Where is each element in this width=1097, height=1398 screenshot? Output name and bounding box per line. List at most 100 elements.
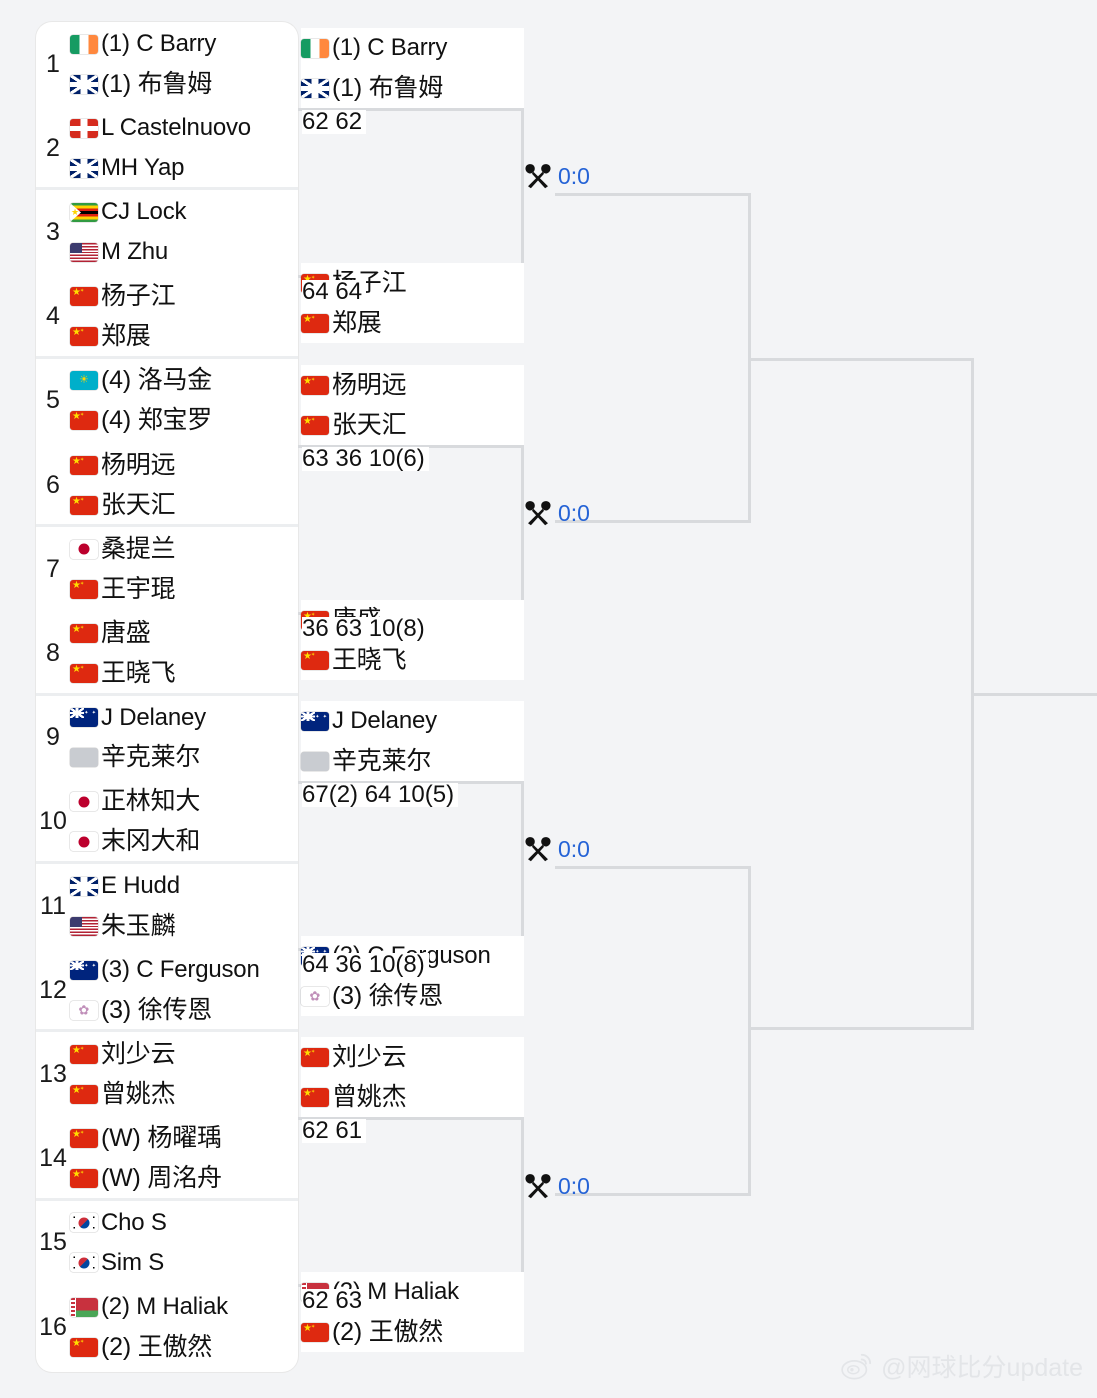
round1-slot[interactable]: 6杨明远张天汇 <box>36 443 298 528</box>
player-row: CJ Lock <box>70 192 294 232</box>
player-name: (3) 徐传恩 <box>332 981 444 1010</box>
r2-score-bottom: 36 63 10(8) <box>302 617 429 641</box>
player-row: (1) 布鲁姆 <box>301 68 524 108</box>
qf-match-status[interactable]: 0:0 <box>524 500 590 526</box>
crossed-rackets-icon <box>525 1174 551 1199</box>
player-pair: 正林知大末冈大和 <box>70 782 298 862</box>
seed-number: 11 <box>40 891 66 920</box>
player-row: 张天汇 <box>70 485 294 525</box>
player-row: 刘少云 <box>301 1037 524 1077</box>
champion-line <box>971 693 1097 696</box>
flag-icon-tpe <box>301 986 329 1006</box>
player-name: 曾姚杰 <box>332 1082 407 1111</box>
player-row: 末冈大和 <box>70 822 294 862</box>
round1-slot[interactable]: 16(2) M Haliak(2) 王傲然 <box>36 1285 298 1369</box>
player-name: 桑提兰 <box>101 534 176 563</box>
player-row: (1) 布鲁姆 <box>70 64 294 104</box>
round1-slot[interactable]: 4 杨子江郑展 <box>36 275 298 359</box>
round1-slot[interactable]: 14(W) 杨曜瑀(W) 周洺舟 <box>36 1117 298 1201</box>
r2-team-top[interactable]: 刘少云曾姚杰 <box>301 1037 524 1117</box>
r2-team-top[interactable]: 杨明远张天汇 <box>301 365 524 445</box>
flag-icon-chn <box>70 1337 98 1357</box>
player-pair: (3) C Ferguson(3) 徐传恩 <box>70 950 298 1030</box>
round1-slot[interactable]: 5(4) 洛马金(4) 郑宝罗 <box>36 359 298 443</box>
seed-number: 6 <box>46 470 60 499</box>
player-row: J Delaney <box>301 701 524 741</box>
flag-icon-sui <box>70 118 98 138</box>
qf-match-status[interactable]: 0:0 <box>524 836 590 862</box>
r2-score-top: 67(2) 64 10(5) <box>302 783 459 807</box>
player-name: J Delaney <box>101 703 206 731</box>
final-bracket <box>748 358 974 1030</box>
flag-icon-aus <box>70 960 98 980</box>
player-row: (W) 周洺舟 <box>70 1159 294 1199</box>
flag-icon-irl <box>70 34 98 54</box>
player-name: (1) C Barry <box>332 34 448 61</box>
round1-slot[interactable]: 8唐盛王晓飞 <box>36 611 298 696</box>
qf-status-score: 0:0 <box>558 499 590 526</box>
player-name: 张天汇 <box>332 410 407 439</box>
flag-icon-jpn <box>70 539 98 559</box>
seed-number: 5 <box>46 386 60 415</box>
flag-icon-aus <box>70 708 98 728</box>
flag-icon-chn <box>70 287 98 307</box>
flag-icon-chn <box>70 1084 98 1104</box>
player-name: (1) 布鲁姆 <box>332 73 444 102</box>
flag-icon-irl <box>301 38 329 58</box>
qf-status-score: 0:0 <box>558 162 590 189</box>
flag-icon-chn <box>70 623 98 643</box>
player-row: (2) 王傲然 <box>301 1312 524 1352</box>
qf-status-score: 0:0 <box>558 835 590 862</box>
player-row: (1) C Barry <box>70 24 294 64</box>
player-row: (1) C Barry <box>301 28 524 68</box>
player-row: Sim S <box>70 1243 294 1283</box>
qf-match-status[interactable]: 0:0 <box>524 1173 590 1199</box>
player-name: (2) M Haliak <box>101 1293 228 1321</box>
flag-icon-gbr <box>70 876 98 896</box>
flag-icon-chn <box>301 1322 329 1342</box>
player-name: (4) 洛马金 <box>101 366 213 395</box>
player-row: 曾姚杰 <box>70 1074 294 1114</box>
round1-slot[interactable]: 1(1) C Barry(1) 布鲁姆 <box>36 22 298 106</box>
player-row: (2) M Haliak <box>70 1287 294 1327</box>
player-pair: 杨子江郑展 <box>70 277 298 357</box>
qf-match-status[interactable]: 0:0 <box>524 163 590 189</box>
r2-score-bottom: 64 36 10(8) <box>302 953 429 977</box>
round1-slot[interactable]: 7桑提兰王宇琨 <box>36 527 298 611</box>
r2-team-top[interactable]: (1) C Barry (1) 布鲁姆 <box>301 28 524 108</box>
seed-number: 7 <box>46 554 60 583</box>
r2-score-top: 62 62 <box>302 110 367 134</box>
player-name: 刘少云 <box>332 1042 407 1071</box>
player-name: (1) C Barry <box>101 30 217 58</box>
player-row: M Zhu <box>70 232 294 272</box>
round1-slot[interactable]: 13刘少云曾姚杰 <box>36 1032 298 1116</box>
player-name: 辛克莱尔 <box>101 743 201 772</box>
seed-number: 16 <box>39 1312 67 1341</box>
player-row: 杨子江 <box>70 277 294 317</box>
player-row: 郑展 <box>70 317 294 357</box>
qf-bracket-1 <box>555 193 751 523</box>
player-pair: (2) M Haliak(2) 王傲然 <box>70 1287 298 1367</box>
seed-number: 2 <box>46 133 60 162</box>
flag-icon-chn <box>301 1087 329 1107</box>
player-name: 朱玉麟 <box>101 911 176 940</box>
seed-number: 4 <box>46 302 60 331</box>
player-row: 王晓飞 <box>70 653 294 693</box>
player-name: 正林知大 <box>101 787 201 816</box>
weibo-logo-icon <box>841 1353 872 1380</box>
player-name: (1) 布鲁姆 <box>101 69 213 98</box>
round1-slot[interactable]: 12(3) C Ferguson(3) 徐传恩 <box>36 948 298 1033</box>
player-name: 杨子江 <box>101 282 176 311</box>
flag-icon-kor <box>70 1253 98 1273</box>
flag-icon-chn <box>70 1169 98 1189</box>
